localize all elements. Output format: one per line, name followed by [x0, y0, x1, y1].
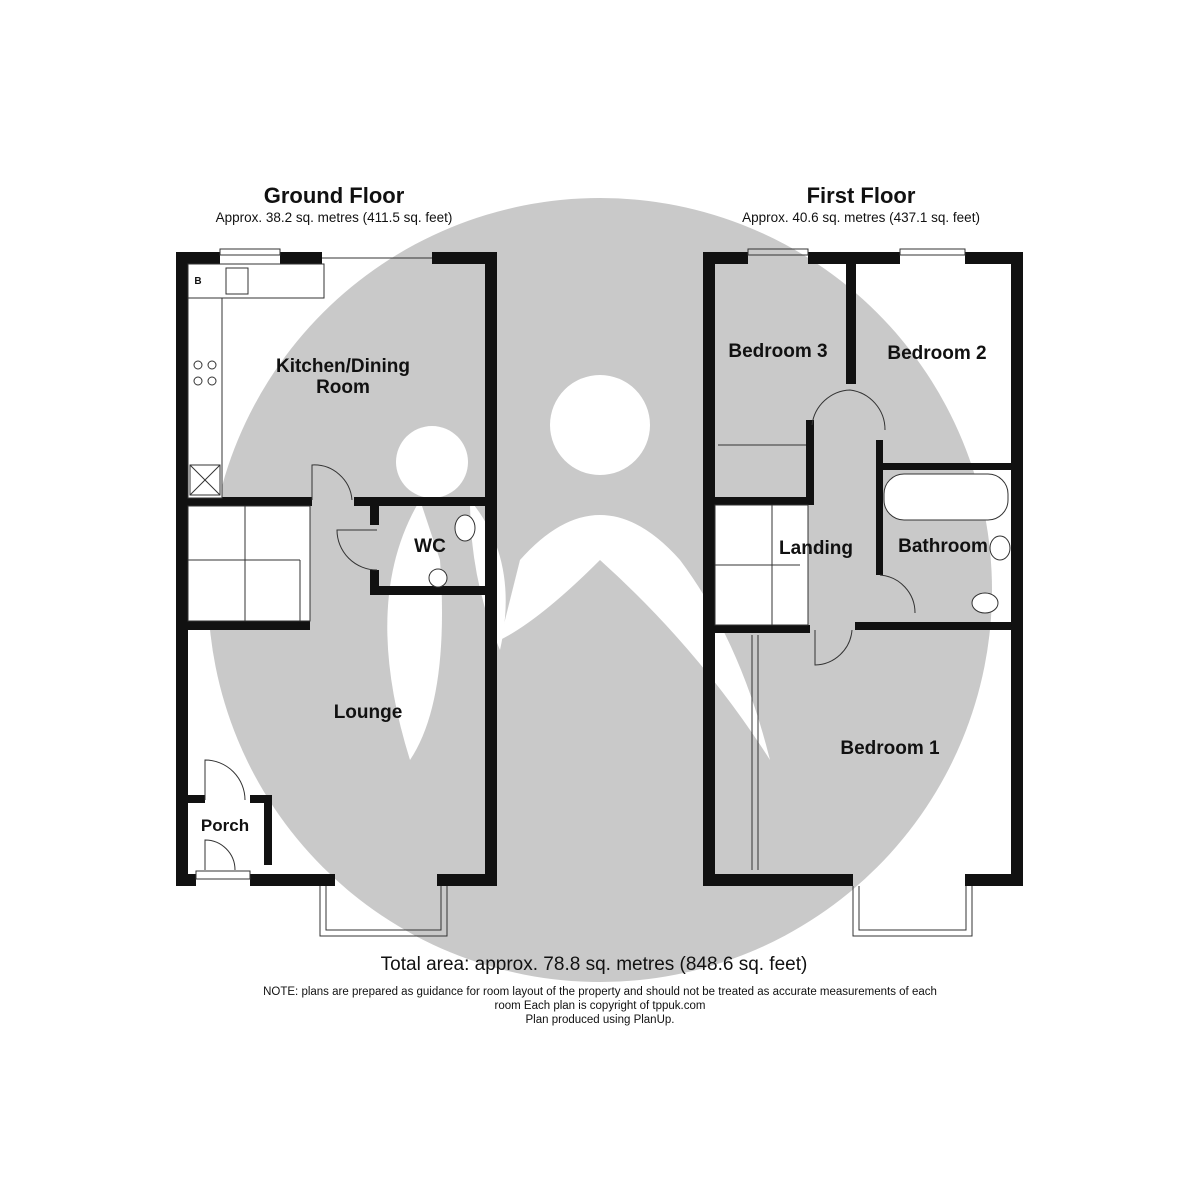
note-line-3: Plan produced using PlanUp.: [525, 1014, 675, 1026]
ground-floor-fixtures: [187, 248, 476, 937]
room-label-bedroom-2: Bedroom 2: [887, 343, 987, 364]
note-line-2: room Each plan is copyright of tppuk.com: [494, 1000, 706, 1012]
first-floor-walls: [703, 252, 1023, 886]
boiler-label: B: [194, 276, 202, 287]
room-label-lounge: Lounge: [333, 702, 403, 723]
room-label-landing: Landing: [779, 538, 853, 559]
first-floor-fixtures: [714, 248, 1011, 937]
note-line-1: NOTE: plans are prepared as guidance for…: [263, 986, 937, 998]
watermark-logo: [208, 198, 992, 982]
room-label-wc: WC: [414, 536, 446, 557]
room-label-kitchen: Kitchen/Dining Room: [275, 356, 411, 398]
ground-floor-title: Ground Floor: [263, 183, 405, 208]
first-floor-title: First Floor: [806, 183, 916, 208]
room-label-bedroom-3: Bedroom 3: [728, 341, 828, 362]
room-label-porch: Porch: [200, 816, 250, 835]
room-label-bathroom: Bathroom: [898, 536, 988, 557]
ground-floor-walls: [176, 252, 497, 886]
sink-icon: [225, 267, 249, 295]
total-area: Total area: approx. 78.8 sq. metres (848…: [380, 954, 808, 975]
ground-floor-area: Approx. 38.2 sq. metres (411.5 sq. feet): [215, 210, 453, 225]
stairs-icon: [187, 505, 311, 622]
first-floor-area: Approx. 40.6 sq. metres (437.1 sq. feet): [742, 210, 980, 225]
kitchen-worktop: [187, 263, 325, 299]
room-label-bedroom-1: Bedroom 1: [840, 738, 940, 759]
bath-icon: [883, 473, 1009, 521]
